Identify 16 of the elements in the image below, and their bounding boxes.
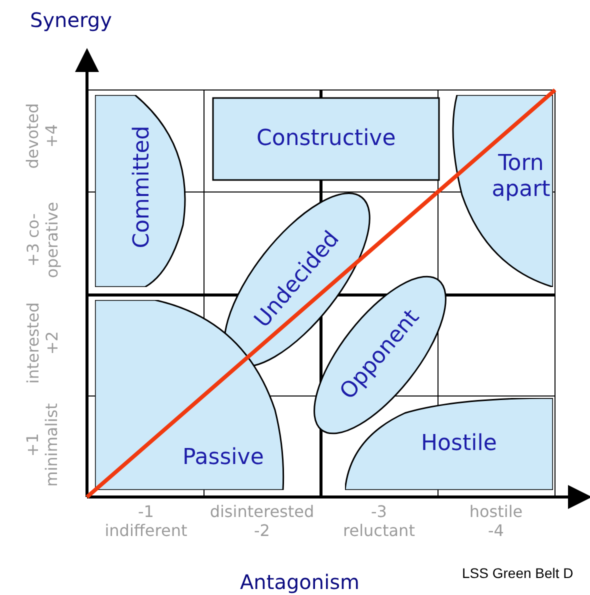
- region-label: Constructive: [256, 126, 396, 152]
- axis-tick-label: +1 minimalist: [23, 402, 61, 488]
- axis-tick-label: -3 reluctant: [342, 502, 416, 540]
- region-label: Torn apart: [490, 151, 552, 203]
- axis-title: Antagonism: [240, 570, 360, 594]
- region-label: Passive: [182, 445, 264, 471]
- axis-tick-label: disinterested -2: [209, 502, 315, 540]
- region-label: Committed: [128, 126, 155, 248]
- axis-tick-label: -1 indifferent: [104, 502, 188, 540]
- axis-title: Synergy: [30, 8, 112, 32]
- axis-tick-label: devoted +4: [23, 102, 61, 170]
- region-label: Hostile: [421, 431, 497, 457]
- footer-text: LSS Green Belt D: [462, 565, 574, 581]
- axis-tick-label: hostile -4: [468, 502, 524, 540]
- axis-tick-label: interested +2: [23, 302, 61, 384]
- axis-tick-label: +3 co-operative: [23, 200, 61, 280]
